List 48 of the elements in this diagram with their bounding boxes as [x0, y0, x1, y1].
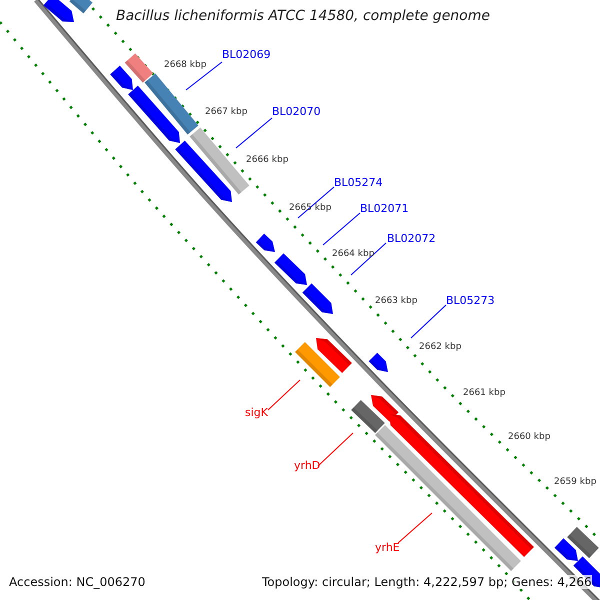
gene-label: yrhD — [294, 459, 320, 472]
scale-label: 2667 kbp — [205, 107, 248, 117]
gene-feature — [43, 0, 74, 22]
scale-label: 2661 kbp — [463, 388, 506, 398]
gene-bar — [144, 74, 198, 134]
gene-label: BL05273 — [446, 294, 495, 307]
gene-feature — [316, 338, 352, 374]
scale-label: 2660 kbp — [508, 432, 550, 442]
scale-label: 2668 kbp — [164, 60, 206, 70]
gene-bar — [295, 342, 340, 387]
gene-label: BL02070 — [272, 105, 321, 118]
footer-text: Topology: circular; Length: 4,222,597 bp; Genes: 4,266 — [262, 575, 592, 589]
leader-line — [298, 186, 334, 218]
gene-label: BL02069 — [222, 48, 271, 61]
gene-feature — [302, 283, 333, 314]
gene-feature — [274, 253, 307, 285]
leader-line — [186, 62, 222, 90]
leader-line — [398, 512, 432, 544]
scale-label: 2665 kbp — [289, 203, 332, 213]
gene-bar — [351, 400, 385, 434]
gene-feature — [128, 86, 180, 143]
scale-label: 2659 kbp — [554, 477, 596, 487]
leader-line — [350, 242, 386, 276]
title: Bacillus licheniformis ATCC 14580, complete genome — [116, 8, 490, 24]
gene-label: BL05274 — [334, 176, 383, 189]
gene-bar — [124, 53, 154, 83]
leader-line — [410, 304, 446, 338]
gene-label: yrhE — [375, 541, 400, 554]
scale-label: 2664 kbp — [332, 249, 374, 259]
gene-label: BL02072 — [387, 232, 436, 245]
scale-label: 2666 kbp — [246, 155, 288, 165]
footer-text: Accession: NC_006270 — [9, 575, 146, 589]
gene-label: BL02071 — [360, 202, 409, 215]
gene-bar — [69, 0, 93, 14]
leader-line — [322, 212, 360, 246]
gene-bar — [567, 526, 599, 558]
gene-label: sigK — [245, 406, 268, 419]
gene-feature — [110, 66, 133, 90]
scale-label: 2663 kbp — [375, 296, 418, 306]
gene-feature — [371, 395, 398, 422]
leader-line — [236, 118, 272, 148]
gene-feature — [256, 234, 275, 252]
gene-feature — [554, 538, 578, 561]
gene-feature — [368, 352, 388, 372]
gene-feature — [175, 140, 232, 202]
scale-label: 2662 kbp — [419, 342, 462, 352]
leader-line — [318, 432, 354, 466]
leader-line — [268, 380, 300, 410]
